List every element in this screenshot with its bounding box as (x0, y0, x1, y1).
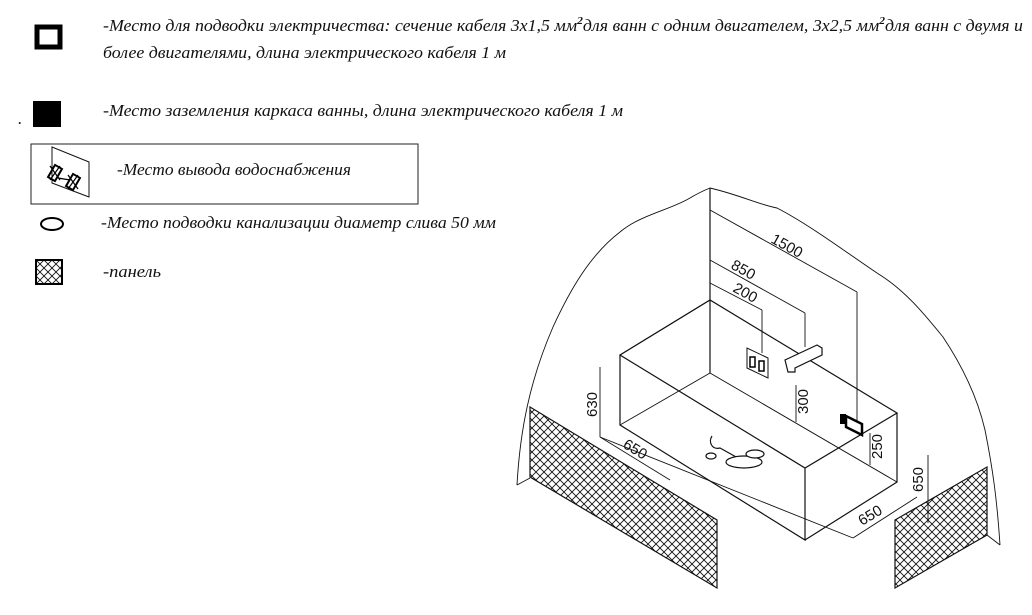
dim-300: 300 (795, 389, 812, 414)
crosshatch-icon (35, 259, 63, 285)
wall-edge-left (516, 477, 531, 486)
dimension-lines (599, 209, 929, 539)
legend-water-text: -Место вывода водоснабжения (117, 160, 351, 179)
dim-630: 630 (584, 392, 601, 417)
bathtub-drawing: 1500 850 200 630 300 250 650 650 650 (516, 187, 1001, 590)
panel-right (894, 465, 988, 590)
ellipse-icon (40, 217, 64, 231)
water-outlet-icon (46, 146, 90, 198)
legend-panel-text: -панель (103, 262, 161, 281)
legend-electric-line1: -Место для подводки электричества: сечен… (103, 15, 1023, 35)
electric-box-marker (840, 413, 864, 438)
legend-drain-text: -Место подводки канализации диаметр слив… (101, 213, 496, 232)
dim-1500: 1500 (768, 231, 805, 262)
dim-850: 850 (728, 257, 758, 284)
dim-250: 250 (869, 434, 886, 459)
panel-left (529, 405, 718, 590)
wall-outline (516, 187, 1001, 546)
hollow-square-icon (34, 24, 63, 50)
water-outlet-marker (746, 347, 769, 379)
legend-ground-text: -Место заземления каркаса ванны, длина э… (103, 101, 623, 120)
dim-650-vertical: 650 (910, 467, 927, 492)
filled-square-icon (33, 101, 61, 127)
dim-200: 200 (730, 280, 760, 307)
drain-assembly (705, 435, 765, 469)
legend-dot: . (18, 109, 22, 128)
wall-edge-right (986, 534, 1001, 546)
legend: -Место для подводки электричества: сечен… (18, 15, 1023, 285)
dim-650-left: 650 (620, 436, 650, 463)
spout (784, 344, 823, 373)
tub-box (618, 299, 899, 542)
legend-water-box (30, 143, 419, 205)
legend-electric-line2: более двигателями, длина электрического … (103, 43, 506, 62)
